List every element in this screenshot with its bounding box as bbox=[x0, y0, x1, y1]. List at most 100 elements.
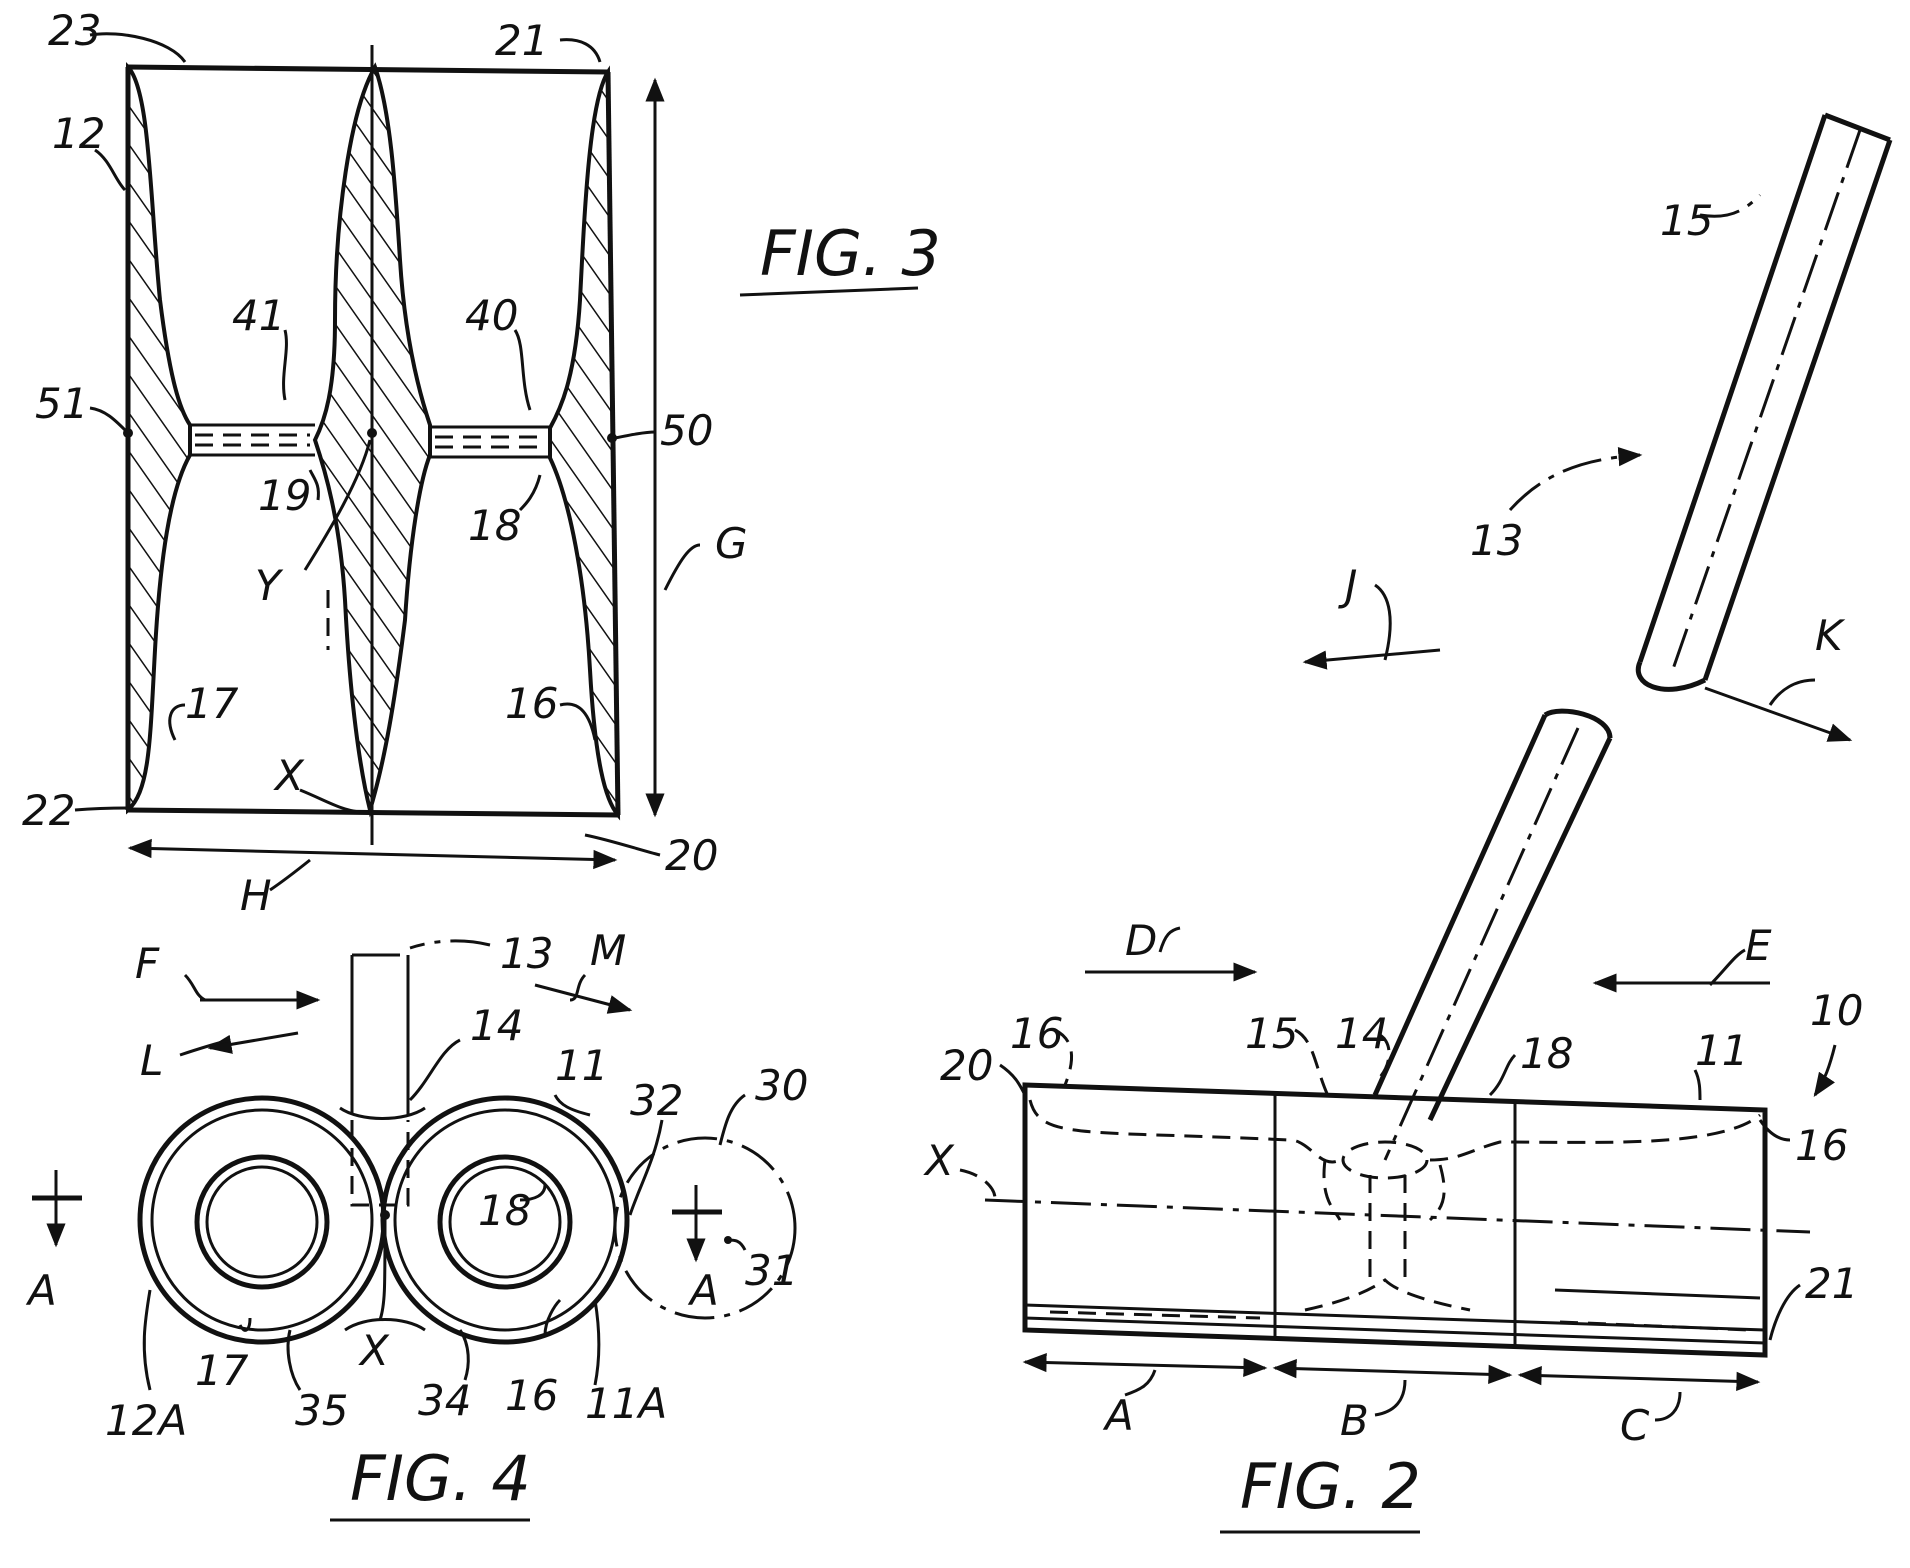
leader-l bbox=[180, 1040, 230, 1055]
leader-18 bbox=[520, 475, 540, 510]
leader-50 bbox=[615, 432, 655, 438]
fig4-label-12a: 12A bbox=[105, 1396, 187, 1445]
figure-4: FIG. 4 F 13 M L 14 11 32 30 18 31 A A 12… bbox=[25, 926, 808, 1520]
leader-51 bbox=[90, 408, 125, 430]
leader-15 bbox=[1295, 1030, 1330, 1100]
fig2-dimension-a bbox=[1025, 1362, 1265, 1368]
leader-40 bbox=[515, 330, 530, 410]
figure-3: FIG. 3 23 21 12 41 40 51 50 19 18 Y G 17… bbox=[22, 6, 941, 920]
fig2-label-16a: 16 bbox=[1010, 1009, 1063, 1058]
fig2-label-b: B bbox=[1340, 1396, 1369, 1445]
fig4-label-17: 17 bbox=[195, 1346, 249, 1395]
fig3-label-21: 21 bbox=[495, 16, 548, 65]
fig2-label-c: C bbox=[1620, 1401, 1650, 1450]
leader-k bbox=[1770, 680, 1815, 705]
fig4-left-bore-outer bbox=[197, 1157, 327, 1287]
fig2-dimension-c bbox=[1520, 1375, 1758, 1382]
fig4-left-bore-inner bbox=[207, 1167, 317, 1277]
fig3-web-40 bbox=[430, 427, 550, 457]
fig4-label-x: X bbox=[358, 1326, 390, 1375]
fig3-label-50: 50 bbox=[660, 406, 713, 455]
leader-11a bbox=[595, 1300, 599, 1385]
figure-2: FIG. 2 15 13 J K D E 10 20 16 15 14 18 1… bbox=[923, 115, 1890, 1532]
fig2-label-x: X bbox=[923, 1136, 955, 1185]
fig3-label-19: 19 bbox=[258, 471, 311, 520]
fig3-label-16: 16 bbox=[505, 679, 558, 728]
fig2-arrow-j bbox=[1305, 650, 1440, 662]
fig4-label-34: 34 bbox=[418, 1376, 471, 1425]
fig4-section-marker-left bbox=[32, 1170, 82, 1245]
fig2-label-18: 18 bbox=[1520, 1029, 1573, 1078]
fig4-leader-13 bbox=[410, 941, 490, 948]
fig3-caption: FIG. 3 bbox=[760, 217, 941, 290]
fig2-label-11: 11 bbox=[1695, 1026, 1748, 1075]
fig4-caption: FIG. 4 bbox=[350, 1442, 531, 1515]
fig3-label-17: 17 bbox=[185, 679, 239, 728]
fig4-label-11a: 11A bbox=[585, 1379, 667, 1428]
leader-21 bbox=[560, 40, 600, 62]
fig2-label-k: K bbox=[1815, 611, 1846, 660]
leader-17 bbox=[170, 705, 185, 740]
fig3-label-x: X bbox=[273, 751, 305, 800]
leader-x bbox=[300, 790, 360, 812]
fig2-label-j: J bbox=[1338, 561, 1357, 610]
fig2-label-16b: 16 bbox=[1795, 1121, 1848, 1170]
leader-d bbox=[1160, 928, 1180, 952]
fig2-label-e: E bbox=[1745, 921, 1772, 970]
fig4-label-13: 13 bbox=[500, 929, 553, 978]
fig3-dimension-h-arrow bbox=[130, 848, 615, 860]
fig2-dimension-b bbox=[1275, 1368, 1510, 1375]
fig4-label-l: L bbox=[140, 1036, 163, 1085]
leader-21-fig2 bbox=[1770, 1285, 1800, 1340]
fig3-axis-point-y bbox=[367, 428, 377, 438]
leader-20-fig2 bbox=[1000, 1065, 1025, 1095]
fig4-label-a-left: A bbox=[25, 1266, 57, 1315]
fig3-label-23: 23 bbox=[48, 6, 101, 55]
fig4-label-18: 18 bbox=[478, 1186, 531, 1235]
leader-20 bbox=[585, 835, 660, 855]
fig4-arrow-m bbox=[535, 985, 630, 1010]
fig4-axis-point-x bbox=[380, 1210, 390, 1220]
fig4-label-31: 31 bbox=[745, 1246, 798, 1295]
leader-18-fig2 bbox=[1490, 1055, 1515, 1095]
leader-12a bbox=[144, 1290, 150, 1390]
fig3-label-51: 51 bbox=[35, 379, 88, 428]
fig3-label-y: Y bbox=[255, 561, 284, 610]
fig2-caption: FIG. 2 bbox=[1240, 1450, 1421, 1523]
fig2-arc-13 bbox=[1510, 455, 1640, 510]
fig2-label-15-top: 15 bbox=[1660, 196, 1713, 245]
leader-22 bbox=[75, 808, 130, 810]
fig3-top-edge bbox=[128, 67, 608, 72]
fig3-label-41: 41 bbox=[232, 291, 285, 340]
leader-h bbox=[270, 860, 310, 890]
fig4-label-m: M bbox=[590, 926, 626, 975]
fig3-label-22: 22 bbox=[22, 786, 75, 835]
fig4-label-14: 14 bbox=[470, 1001, 523, 1050]
leader-14 bbox=[410, 1040, 460, 1100]
leader-x-fig2 bbox=[960, 1170, 995, 1198]
leader-16 bbox=[560, 704, 595, 740]
leader-g bbox=[665, 545, 700, 590]
fig4-left-wall-circle bbox=[152, 1110, 372, 1330]
fig4-label-f: F bbox=[135, 939, 160, 988]
fig3-label-20: 20 bbox=[665, 831, 718, 880]
fig2-label-21: 21 bbox=[1805, 1259, 1858, 1308]
fig4-section-marker-right bbox=[672, 1185, 722, 1260]
fig4-label-11: 11 bbox=[555, 1041, 608, 1090]
leader-31 bbox=[728, 1240, 745, 1250]
fig2-center-axis-x bbox=[985, 1200, 1810, 1232]
leader-30 bbox=[720, 1095, 745, 1145]
leader-j bbox=[1375, 585, 1390, 660]
fig2-label-d: D bbox=[1125, 916, 1157, 965]
fig2-label-15: 15 bbox=[1245, 1009, 1298, 1058]
fig3-label-18: 18 bbox=[468, 501, 521, 550]
leader-23 bbox=[90, 34, 185, 62]
fig3-label-12: 12 bbox=[52, 109, 105, 158]
fig4-label-16: 16 bbox=[505, 1371, 558, 1420]
fig2-putter-head bbox=[985, 1085, 1810, 1355]
fig3-label-h: H bbox=[240, 871, 272, 920]
fig3-web-41 bbox=[190, 425, 315, 455]
fig3-label-g: G bbox=[715, 519, 748, 568]
